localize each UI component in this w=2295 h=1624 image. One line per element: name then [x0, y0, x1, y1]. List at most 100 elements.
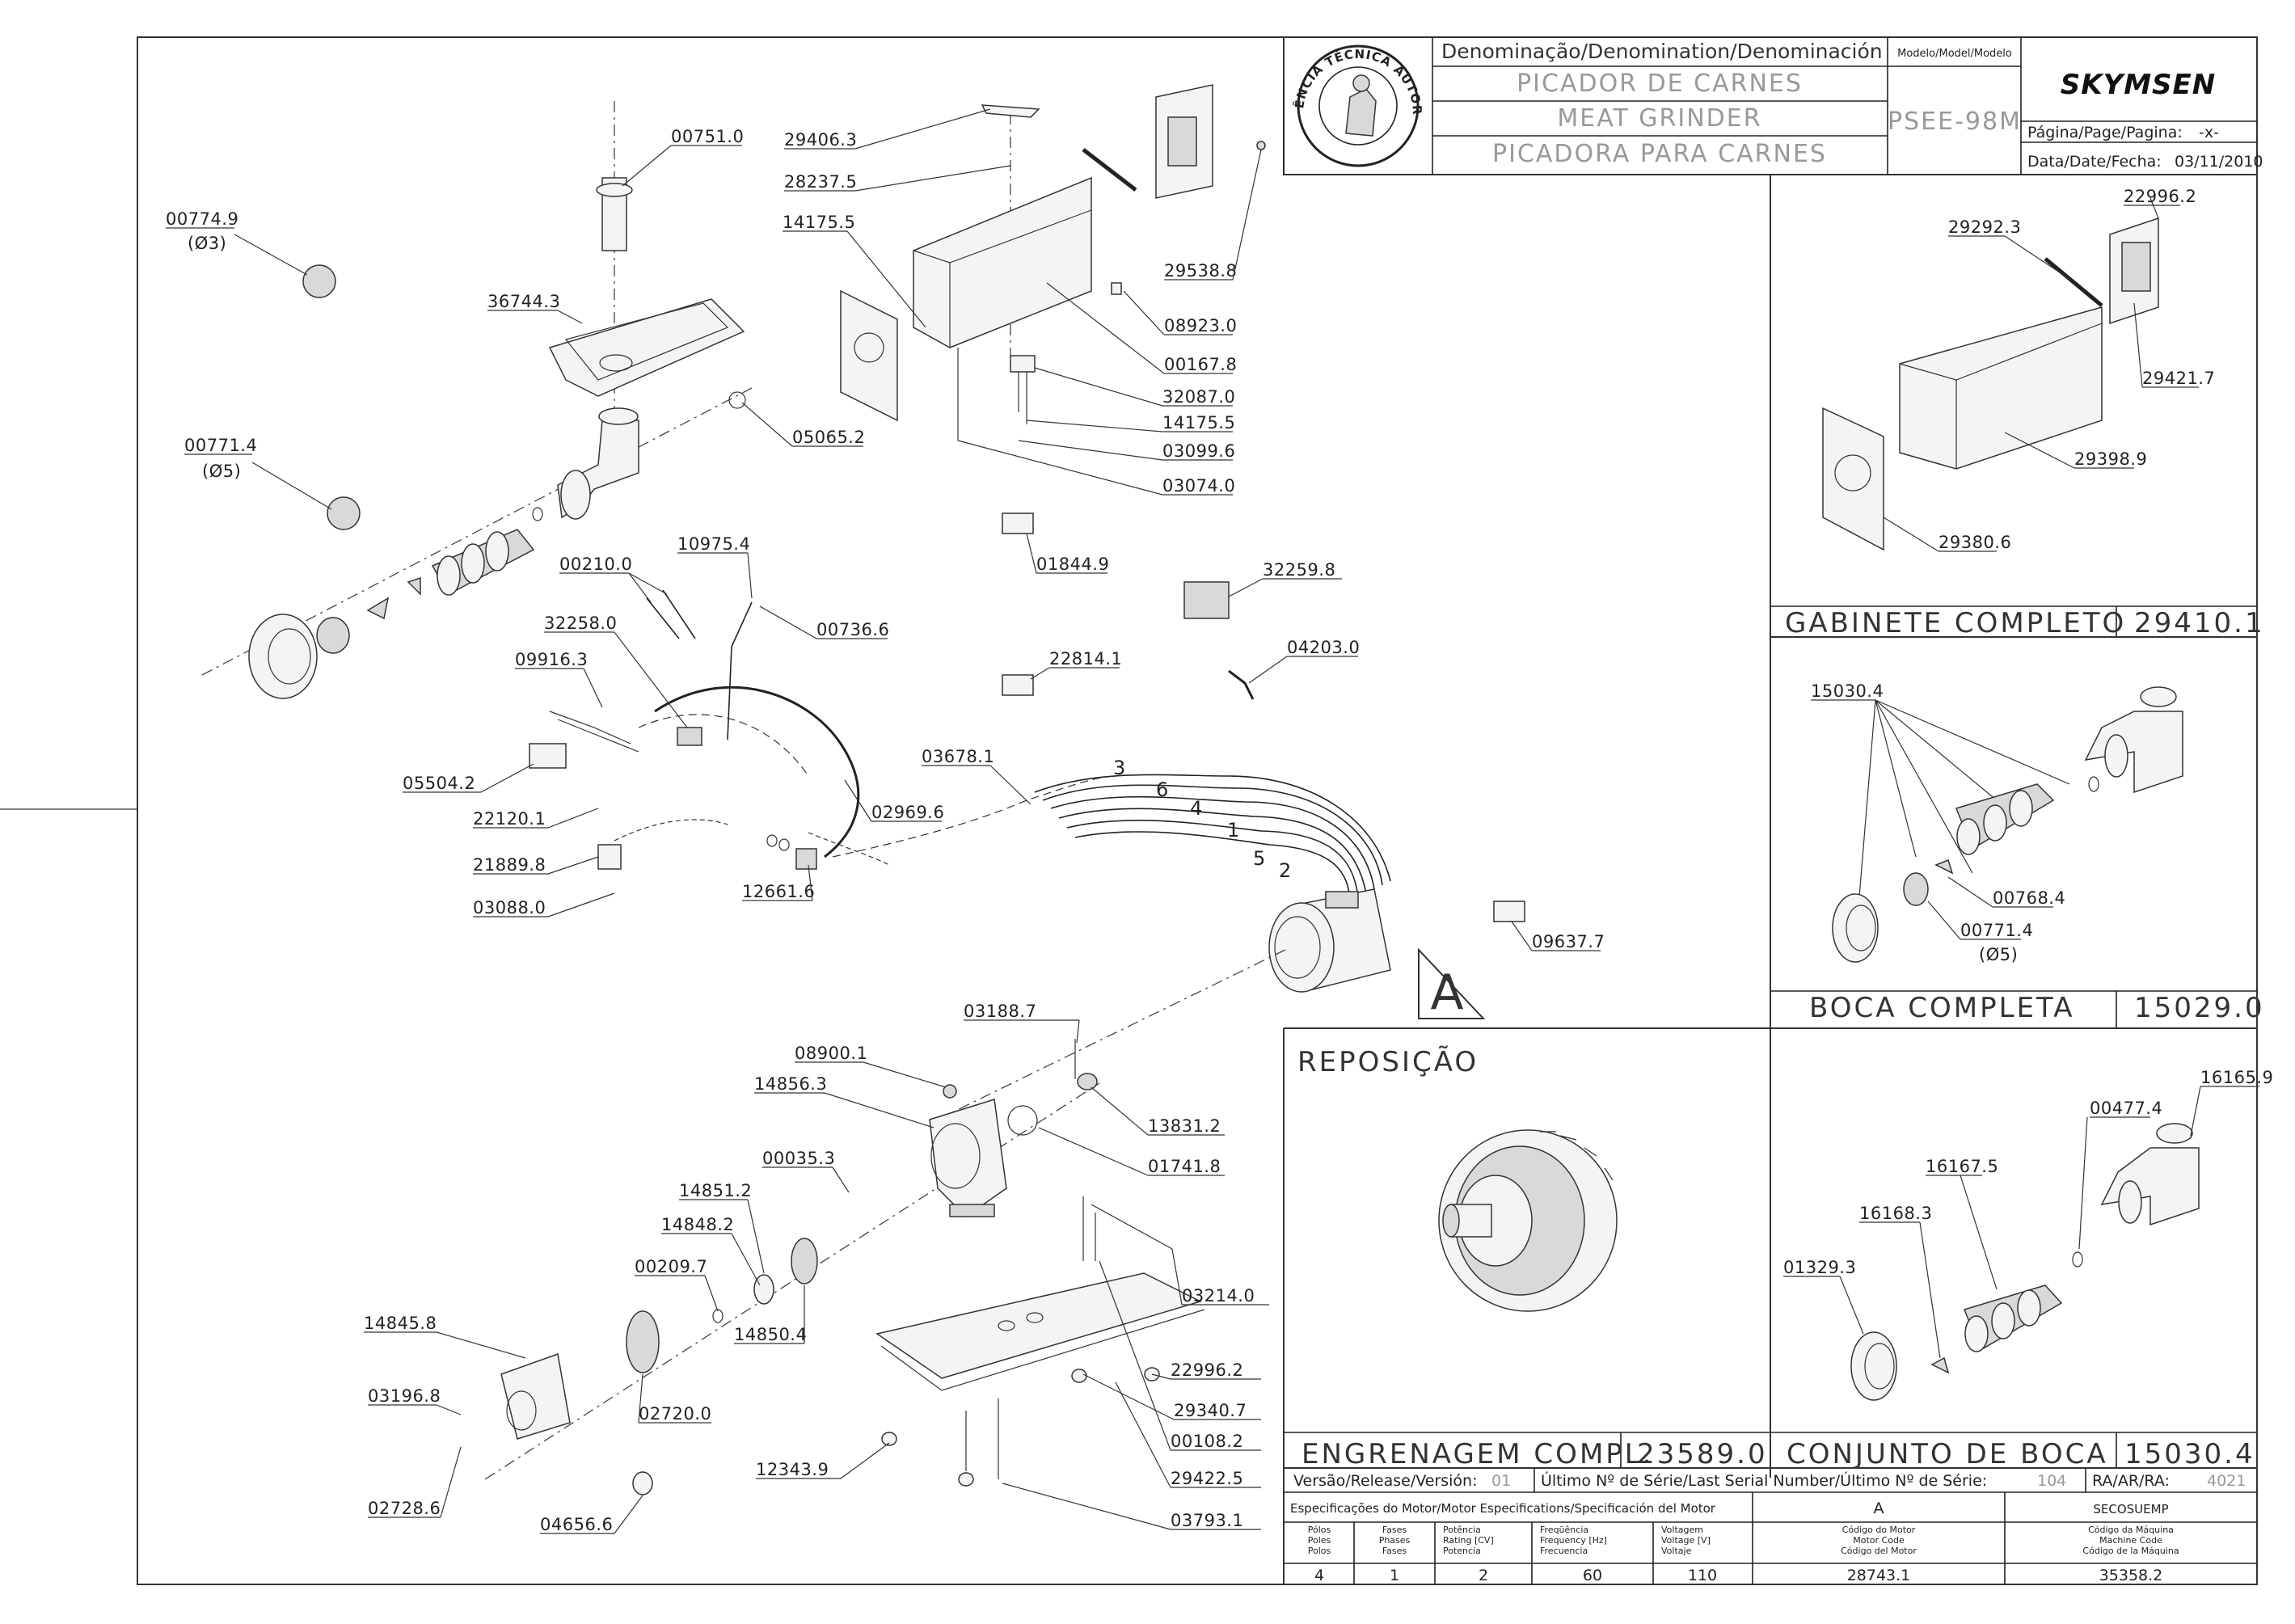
gear-cover-icon — [500, 1352, 571, 1440]
svg-text:1: 1 — [1390, 1567, 1399, 1584]
svg-text:60: 60 — [1583, 1567, 1602, 1584]
svg-text:Frecuencia: Frecuencia — [1540, 1546, 1588, 1556]
part-09916-3: 09916.3 — [515, 650, 588, 669]
part-03099-6: 03099.6 — [1162, 441, 1235, 461]
sticker-01844-9 — [1002, 513, 1034, 534]
title-block: Denominação/Denomination/Denominación PI… — [0, 0, 2263, 175]
svg-text:Polos: Polos — [1308, 1546, 1331, 1556]
gear-icon — [1438, 1129, 1618, 1312]
denomination-header: Denominação/Denomination/Denominación — [1441, 40, 1883, 63]
part-00771-4-mouth-sub: (Ø5) — [1979, 945, 2018, 964]
plate-icon — [316, 617, 350, 654]
model-header: Modelo/Model/Modelo — [1897, 48, 2012, 60]
part-10975-4: 10975.4 — [677, 534, 750, 554]
side-cover-icon — [840, 289, 898, 422]
part-14175-5a: 14175.5 — [783, 213, 855, 232]
main-exploded-view: 3 6 4 1 5 2 A — [201, 84, 1525, 1495]
mouth-panel: BOCA COMPLETA 15029.0 15030.4 00768.4 00… — [1809, 681, 2263, 1024]
model-value: PSEE-98M — [1888, 108, 2022, 136]
part-36744-3: 36744.3 — [487, 292, 560, 311]
part-29380-6: 29380.6 — [1939, 533, 2011, 552]
wire-number-3: 3 — [1113, 757, 1126, 779]
part-04203-0: 04203.0 — [1287, 638, 1360, 657]
gear-housing-icon — [929, 1099, 1007, 1217]
part-01329-3: 01329.3 — [1783, 1258, 1856, 1277]
capacitor-icon — [597, 844, 622, 870]
motor-spec-col-b: SECOSUEMP — [2093, 1502, 2168, 1516]
cabinet-panel: GABINETE COMPLETO 29410.1 22996.2 29292.… — [1785, 187, 2265, 639]
part-32259-8: 32259.8 — [1263, 560, 1335, 580]
part-00477-4: 00477.4 — [2090, 1099, 2162, 1118]
plate-3mm-icon — [302, 264, 336, 298]
cabinet-icon — [913, 176, 1092, 348]
part-00751-0: 00751.0 — [671, 127, 744, 146]
part-02728-6: 02728.6 — [368, 1499, 441, 1518]
mouth-set-panel: CONJUNTO DE BOCA 15030.4 16165.9 00477.4… — [1783, 1068, 2273, 1470]
svg-text:Voltagem: Voltagem — [1661, 1525, 1703, 1535]
svg-text:Código de la Máquina: Código de la Máquina — [2082, 1546, 2179, 1556]
part-04656-6: 04656.6 — [540, 1515, 613, 1534]
cabinet-title: GABINETE COMPLETO — [1785, 607, 2126, 639]
svg-text:Potencia: Potencia — [1443, 1546, 1481, 1556]
part-00768-4: 00768.4 — [1993, 888, 2065, 908]
part-14856-3: 14856.3 — [754, 1074, 827, 1094]
wire-number-6: 6 — [1156, 778, 1169, 801]
part-22996-2-cab: 22996.2 — [2124, 187, 2196, 206]
gear-code: 23589.0 — [1637, 1438, 1768, 1470]
part-08923-0: 08923.0 — [1164, 316, 1237, 335]
part-14848-2: 14848.2 — [661, 1215, 734, 1234]
svg-text:Poles: Poles — [1308, 1535, 1331, 1546]
part-03088-0: 03088.0 — [473, 898, 546, 917]
svg-text:Pólos: Pólos — [1308, 1525, 1331, 1535]
bottom-table: Versão/Release/Versión: 01 Último Nº de … — [1284, 1468, 2257, 1584]
part-03074-0: 03074.0 — [1162, 476, 1235, 496]
part-29398-9: 29398.9 — [2074, 449, 2147, 469]
date-label: Data/Date/Fecha: — [2027, 153, 2162, 171]
part-28237-5: 28237.5 — [784, 172, 857, 192]
svg-text:Phases: Phases — [1379, 1535, 1411, 1546]
svg-text:35358.2: 35358.2 — [2099, 1567, 2163, 1584]
wiring-harness — [549, 589, 1391, 902]
part-00209-7: 00209.7 — [635, 1257, 707, 1276]
svg-text:28743.1: 28743.1 — [1847, 1567, 1911, 1584]
svg-text:Código do Motor: Código do Motor — [1842, 1525, 1916, 1535]
part-00108-2: 00108.2 — [1171, 1432, 1243, 1451]
serial-label: Último Nº de Série/Last Serial Number/Úl… — [1541, 1470, 1987, 1490]
replacement-panel: REPOSIÇÃO ENGRENAGEM COMPL. 23589.0 — [1297, 1046, 1768, 1470]
part-00771-4: 00771.4 — [184, 436, 257, 455]
wire-number-2: 2 — [1279, 859, 1292, 882]
replacement-title: REPOSIÇÃO — [1297, 1046, 1479, 1078]
part-labels: 00751.0 00774.9 (Ø3) 36744.3 00771.4 (Ø5… — [166, 108, 1605, 1534]
svg-text:Rating [CV]: Rating [CV] — [1443, 1535, 1494, 1546]
ring-nut-icon — [248, 614, 318, 699]
tray-icon — [548, 298, 745, 397]
part-14175-5b: 14175.5 — [1162, 413, 1235, 432]
svg-text:110: 110 — [1688, 1567, 1717, 1584]
switch-icon — [795, 848, 817, 870]
svg-text:Voltage [V]: Voltage [V] — [1661, 1535, 1711, 1546]
motor-marker-triangle: A — [1418, 947, 1486, 1021]
part-12661-6: 12661.6 — [742, 882, 815, 901]
part-13831-2: 13831.2 — [1148, 1116, 1221, 1136]
pinion-icon — [791, 1238, 818, 1284]
part-03196-8: 03196.8 — [368, 1386, 441, 1406]
part-22120-1: 22120.1 — [473, 809, 546, 829]
part-14850-4: 14850.4 — [734, 1325, 807, 1344]
part-02720-0: 02720.0 — [639, 1404, 711, 1424]
cabinet-code: 29410.1 — [2134, 607, 2265, 639]
wire-number-4: 4 — [1190, 797, 1203, 820]
sticker-05504-2 — [529, 743, 567, 769]
part-00035-3: 00035.3 — [762, 1149, 835, 1168]
part-00771-4-mouth: 00771.4 — [1960, 921, 2033, 940]
part-00210-0: 00210.0 — [559, 555, 632, 574]
part-29292-3: 29292.3 — [1948, 217, 2021, 237]
main-gear-icon — [626, 1310, 660, 1373]
blade-icon — [366, 597, 390, 620]
sheet-frame — [137, 36, 2258, 1585]
part-22996-2: 22996.2 — [1171, 1360, 1243, 1380]
svg-text:Freqüência: Freqüência — [1540, 1525, 1588, 1535]
